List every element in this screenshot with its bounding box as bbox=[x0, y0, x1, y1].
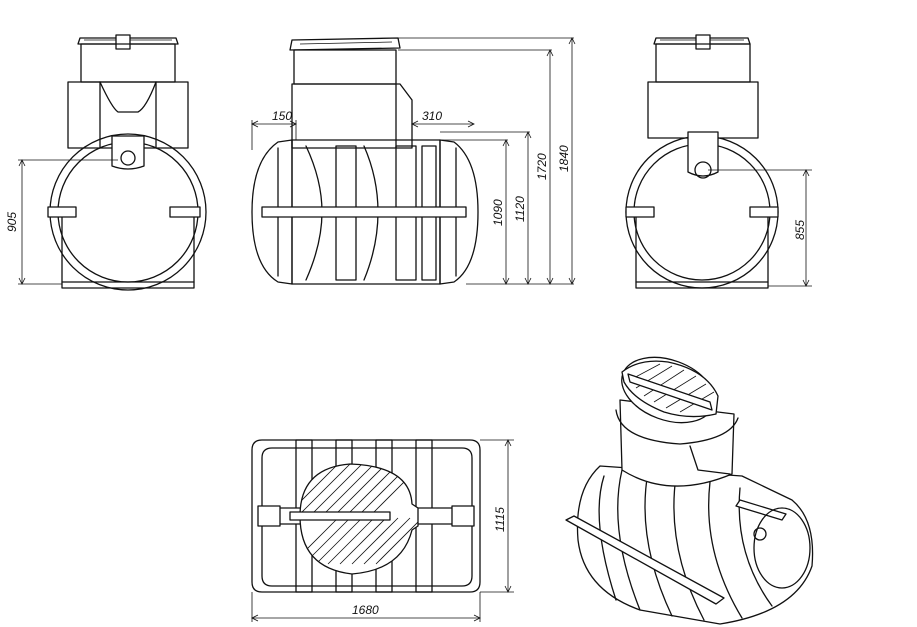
dim-1115-label: 1115 bbox=[493, 507, 507, 532]
dim-150-label: 150 bbox=[272, 109, 292, 123]
dim-1720-label: 1720 bbox=[535, 153, 549, 180]
dim-310-label: 310 bbox=[422, 109, 442, 123]
dim-855-label: 855 bbox=[793, 220, 807, 240]
isometric-view bbox=[565, 356, 814, 625]
back-view bbox=[625, 34, 812, 289]
front-view bbox=[18, 34, 207, 291]
dim-1090-label: 1090 bbox=[491, 199, 505, 226]
dim-905-label: 905 bbox=[5, 212, 19, 232]
side-view bbox=[251, 37, 576, 285]
dim-1120-label: 1120 bbox=[513, 196, 527, 222]
dim-1680-label: 1680 bbox=[352, 603, 379, 617]
dim-1840-label: 1840 bbox=[557, 145, 571, 172]
top-view bbox=[251, 439, 514, 622]
